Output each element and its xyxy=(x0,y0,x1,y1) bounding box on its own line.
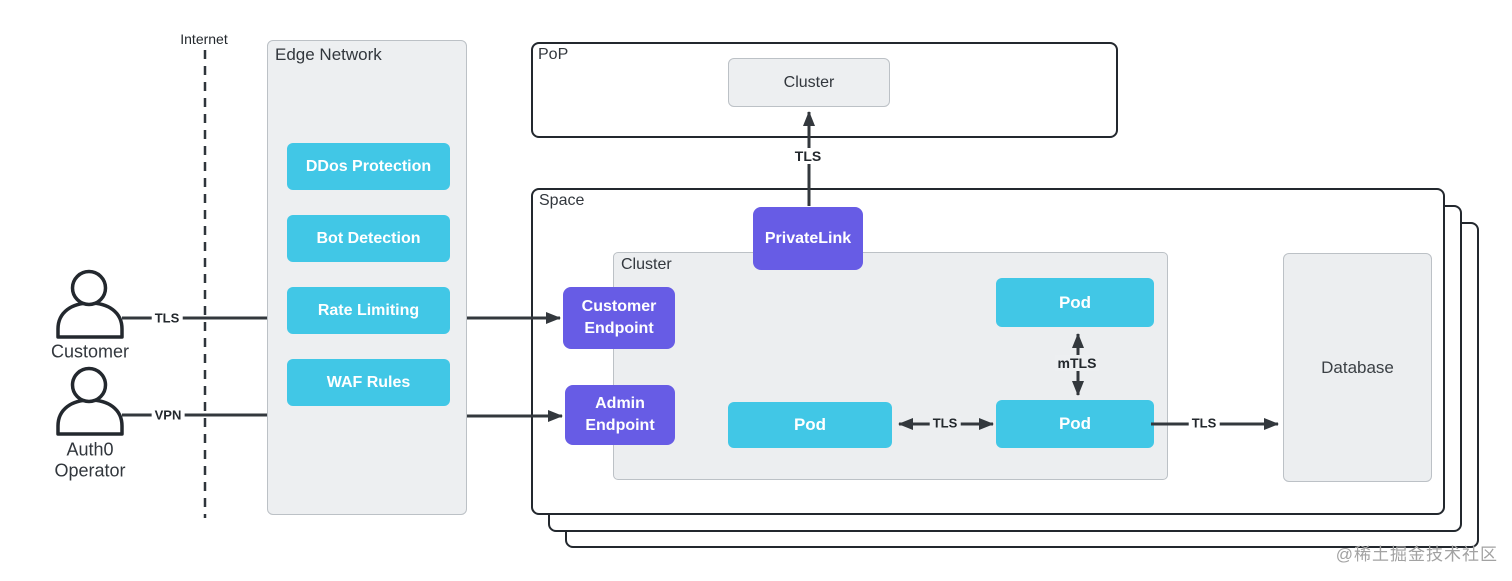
node-pod-bottom: Pod xyxy=(996,400,1154,448)
node-pod-top: Pod xyxy=(996,278,1154,327)
node-admin-endpoint: Admin Endpoint xyxy=(565,385,675,445)
pop-title: PoP xyxy=(538,46,569,63)
node-ddos-protection: DDos Protection xyxy=(287,143,450,190)
customer-tls-label: TLS xyxy=(151,310,183,326)
node-customer-endpoint: Customer Endpoint xyxy=(563,287,675,349)
auth0-label-line2: Operator xyxy=(54,460,126,481)
space-cluster-title: Cluster xyxy=(621,256,672,273)
node-database: Database xyxy=(1283,253,1432,482)
pop-cluster-node: Cluster xyxy=(728,58,890,107)
auth0-label-line1: Auth0 xyxy=(66,439,114,460)
privatelink-tls-label: TLS xyxy=(791,148,825,164)
node-waf-rules: WAF Rules xyxy=(287,359,450,406)
watermark-text: @稀土掘金技术社区 xyxy=(1335,545,1498,564)
customer-person-icon xyxy=(56,269,124,339)
node-pod-left: Pod xyxy=(728,402,892,448)
mtls-label: mTLS xyxy=(1054,355,1100,371)
internet-label: Internet xyxy=(180,31,228,47)
pod-tls-label: TLS xyxy=(929,415,961,431)
auth0-operator-person-icon xyxy=(56,366,124,436)
edge-network-box xyxy=(267,40,467,515)
node-rate-limiting: Rate Limiting xyxy=(287,287,450,334)
operator-vpn-label: VPN xyxy=(151,407,185,423)
database-tls-label: TLS xyxy=(1188,415,1220,431)
edge-network-title: Edge Network xyxy=(275,45,382,64)
node-privatelink: PrivateLink xyxy=(753,207,863,270)
customer-label: Customer xyxy=(50,341,130,362)
space-title: Space xyxy=(539,192,585,209)
node-bot-detection: Bot Detection xyxy=(287,215,450,262)
